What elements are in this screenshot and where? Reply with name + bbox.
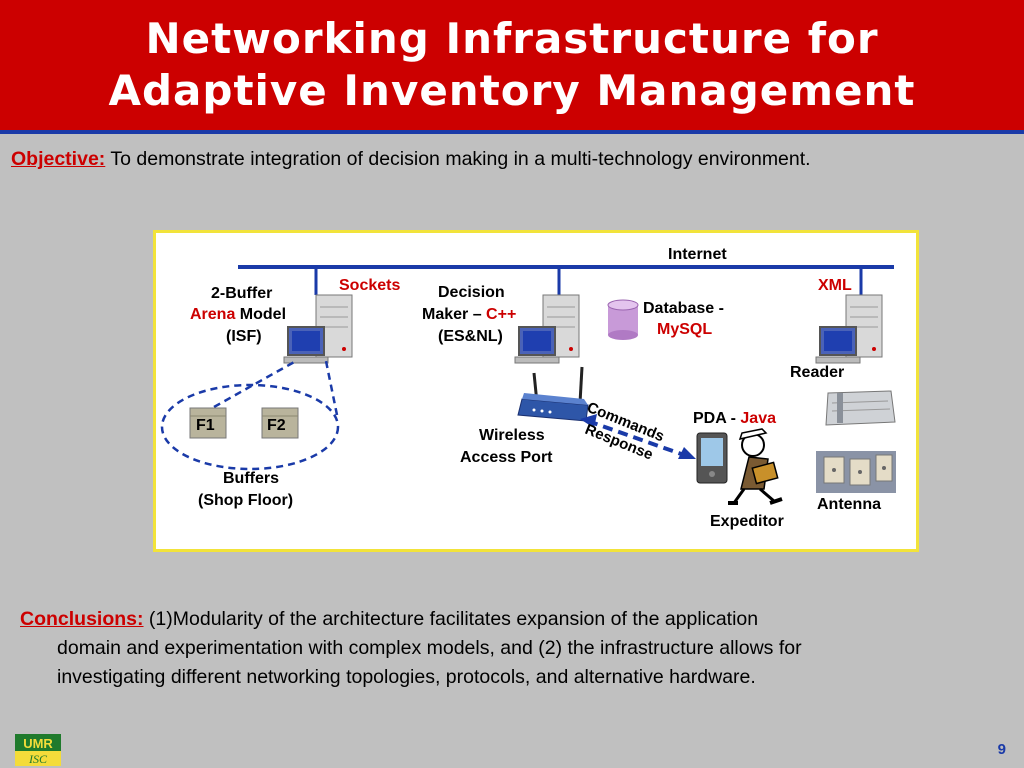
rfid-reader-icon [825, 390, 896, 426]
link-arrowhead-right [678, 447, 696, 459]
f2-label: F2 [267, 417, 286, 434]
pda-label-black: PDA - [693, 410, 740, 427]
database-icon [607, 299, 639, 340]
wireless-label-line2: Access Port [460, 449, 553, 466]
decision-label-line3: (ES&NL) [438, 328, 503, 345]
database-label-line1: Database - [643, 300, 724, 317]
pda-icon [696, 432, 728, 484]
objective-statement: Objective: To demonstrate integration of… [11, 148, 811, 171]
reader-label: Reader [790, 364, 844, 381]
page-number: 9 [997, 741, 1006, 758]
arena-label-line3: (ISF) [226, 328, 262, 345]
reader-server-icon [815, 294, 883, 364]
pda-label-red: Java [740, 410, 776, 427]
pda-label: PDA - Java [693, 410, 776, 427]
decision-label-line1: Decision [438, 284, 505, 301]
conclusions-text-1: (1)Modularity of the architecture facili… [143, 608, 759, 630]
network-diagram: Internet [153, 230, 919, 552]
f2-buffer-icon [261, 407, 299, 439]
slide-title-line-2: Adaptive Inventory Management [108, 66, 916, 115]
arena-label-black: Model [235, 306, 286, 323]
conclusions-statement: Conclusions: (1)Modularity of the archit… [20, 605, 1010, 692]
f1-buffer-icon [189, 407, 227, 439]
objective-text: To demonstrate integration of decision m… [110, 148, 811, 170]
decision-label-line2: Maker – C++ [422, 306, 516, 323]
sockets-label: Sockets [339, 277, 400, 294]
database-label-line2: MySQL [657, 321, 712, 338]
decision-label-black: Maker – [422, 306, 486, 323]
objective-label: Objective: [11, 148, 106, 170]
decision-label-red: C++ [486, 306, 516, 323]
slide-title-line-1: Networking Infrastructure for [145, 14, 879, 63]
arena-label-red: Arena [190, 306, 235, 323]
conclusions-line-1: Conclusions: (1)Modularity of the archit… [20, 605, 1010, 634]
arena-server-icon [283, 294, 353, 364]
wireless-label-line1: Wireless [479, 427, 545, 444]
decision-server-icon [514, 294, 580, 364]
expeditor-icon [728, 428, 783, 505]
antenna-icon [816, 451, 896, 493]
buffers-label-line2: (Shop Floor) [198, 492, 293, 509]
arena-to-buffers-line-right [324, 360, 339, 416]
f1-label: F1 [196, 417, 215, 434]
arena-label-line1: 2-Buffer [211, 285, 272, 302]
internet-label: Internet [668, 246, 727, 263]
logo-bottom-text: ISC [28, 752, 48, 766]
commands-response-link [587, 419, 685, 457]
logo-top-text: UMR [23, 736, 53, 751]
buffers-boundary [160, 383, 340, 471]
buffers-label-line1: Buffers [223, 470, 279, 487]
link-arrowhead-left [580, 414, 597, 428]
wireless-router-icon [517, 366, 589, 422]
antenna-label: Antenna [817, 496, 881, 513]
xml-label: XML [818, 277, 852, 294]
expeditor-label: Expeditor [710, 513, 784, 530]
conclusions-label: Conclusions: [20, 608, 144, 630]
arena-to-buffers-line-left [213, 359, 297, 409]
title-banner: Networking Infrastructure for Adaptive I… [0, 0, 1024, 134]
network-diagram-svg: Internet [160, 246, 896, 530]
umr-isc-logo: UMR ISC [15, 734, 61, 766]
conclusions-line-3: investigating different networking topol… [57, 666, 756, 688]
arena-label-line2: Arena Model [190, 306, 286, 323]
conclusions-line-2: domain and experimentation with complex … [57, 637, 802, 659]
